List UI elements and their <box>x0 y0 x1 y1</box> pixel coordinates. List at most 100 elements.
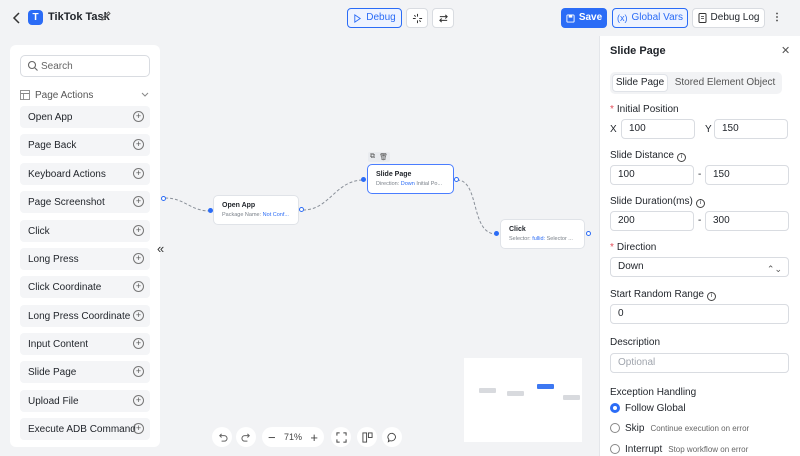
edge-start-to-open-app <box>164 197 211 212</box>
action-keyboard-actions[interactable]: Keyboard Actions+ <box>20 163 150 185</box>
open-app-output-port[interactable] <box>299 207 304 212</box>
action-page-screenshot[interactable]: Page Screenshot+ <box>20 191 150 213</box>
add-circle-icon[interactable]: + <box>133 395 144 406</box>
swap-button[interactable] <box>432 8 454 28</box>
add-circle-icon[interactable]: + <box>133 168 144 179</box>
chevron-down-icon <box>141 92 149 97</box>
node-subtitle: Selector: fullid: Selector ... <box>509 236 573 242</box>
click-output-port[interactable] <box>586 231 591 236</box>
zoom-level: 71% <box>283 432 302 442</box>
trash-icon[interactable]: 🗑 <box>379 154 388 161</box>
layout-tidy-icon[interactable] <box>357 427 377 447</box>
add-circle-icon[interactable]: + <box>133 111 144 122</box>
slide-distance-max-input[interactable]: 150 <box>705 165 789 185</box>
direction-label: *Direction <box>610 242 657 253</box>
add-circle-icon[interactable]: + <box>133 310 144 321</box>
node-open-app[interactable]: Open App Package Name: Not Conf... <box>213 195 299 225</box>
more-options-icon[interactable]: ⋮ <box>772 12 782 23</box>
direction-select[interactable]: Down ⌃⌄ <box>610 257 789 277</box>
y-input[interactable]: 150 <box>714 119 788 139</box>
redo-icon[interactable] <box>236 427 256 447</box>
panel-tabs: Slide Page Stored Element Object <box>610 72 782 94</box>
start-output-port[interactable] <box>161 196 166 201</box>
action-slide-page[interactable]: Slide Page+ <box>20 361 150 383</box>
add-circle-icon[interactable]: + <box>133 423 144 434</box>
sparkle-icon <box>412 13 422 23</box>
zoom-out-icon[interactable]: − <box>268 429 276 445</box>
action-page-back[interactable]: Page Back+ <box>20 134 150 156</box>
debug-log-label: Debug Log <box>710 12 760 23</box>
slide-page-input-port[interactable] <box>361 177 366 182</box>
add-circle-icon[interactable]: + <box>133 366 144 377</box>
tab-slide-page[interactable]: Slide Page <box>612 74 668 92</box>
add-circle-icon[interactable]: + <box>133 196 144 207</box>
slide-duration-max-input[interactable]: 300 <box>705 211 789 231</box>
node-slide-page[interactable]: Slide Page Direction: Down Initial Po... <box>367 164 454 194</box>
back-arrow-icon[interactable] <box>10 10 24 26</box>
play-icon <box>354 13 362 23</box>
add-circle-icon[interactable]: + <box>133 225 144 236</box>
start-random-range-input[interactable]: 0 <box>610 304 789 324</box>
close-icon[interactable]: ✕ <box>781 45 791 57</box>
action-input-content[interactable]: Input Content+ <box>20 333 150 355</box>
node-click[interactable]: Click Selector: fullid: Selector ... <box>500 219 585 249</box>
actions-sidebar: Search Page Actions Open App + Page Back+… <box>10 45 160 447</box>
pencil-icon[interactable] <box>100 10 114 24</box>
range-separator: - <box>698 215 702 226</box>
radio-follow-global[interactable] <box>610 403 620 413</box>
action-label: Long Press Coordinate <box>28 311 131 322</box>
copy-icon[interactable]: ⧉ <box>370 153 376 160</box>
debug-log-button[interactable]: Debug Log <box>692 8 765 28</box>
add-circle-icon[interactable]: + <box>133 338 144 349</box>
radio-interrupt[interactable] <box>610 444 620 454</box>
minimap[interactable] <box>464 358 582 442</box>
save-button[interactable]: Save <box>561 8 607 28</box>
global-vars-button[interactable]: (x) Global Vars <box>612 8 688 28</box>
slide-distance-min-input[interactable]: 100 <box>610 165 694 185</box>
action-click[interactable]: Click+ <box>20 220 150 242</box>
add-circle-icon[interactable]: + <box>133 281 144 292</box>
node-subtitle: Direction: Down Initial Po... <box>376 181 443 187</box>
section-title: Page Actions <box>35 90 94 101</box>
tab-stored-element-object[interactable]: Stored Element Object <box>674 77 776 88</box>
page-actions-header[interactable]: Page Actions <box>20 89 150 103</box>
collapse-sidebar-icon[interactable]: « <box>157 241 165 256</box>
properties-panel: Slide Page ✕ Slide Page Stored Element O… <box>599 36 800 456</box>
node-title: Open App <box>222 202 256 209</box>
undo-icon[interactable] <box>212 427 232 447</box>
edge-slide-page-to-click <box>456 179 497 235</box>
node-subtitle: Package Name: Not Conf... <box>222 212 289 218</box>
range-separator: - <box>698 169 702 180</box>
action-long-press[interactable]: Long Press+ <box>20 248 150 270</box>
magic-wand-button[interactable] <box>406 8 428 28</box>
action-open-app[interactable]: Open App + <box>20 106 150 128</box>
action-long-press-coordinate[interactable]: Long Press Coordinate+ <box>20 305 150 327</box>
click-input-port[interactable] <box>494 231 499 236</box>
slide-duration-label: Slide Duration(ms)i <box>610 196 705 208</box>
fit-view-icon[interactable] <box>331 427 351 447</box>
slide-page-output-port[interactable] <box>454 177 459 182</box>
action-execute-adb-command[interactable]: Execute ADB Command+ <box>20 418 150 440</box>
zoom-in-icon[interactable]: + <box>310 429 318 445</box>
action-click-coordinate[interactable]: Click Coordinate+ <box>20 276 150 298</box>
description-input[interactable]: Optional <box>610 353 789 373</box>
variable-icon: (x) <box>616 13 628 23</box>
panel-title: Slide Page <box>610 45 666 57</box>
radio-skip[interactable] <box>610 423 620 433</box>
action-upload-file[interactable]: Upload File+ <box>20 390 150 412</box>
add-circle-icon[interactable]: + <box>133 139 144 150</box>
debug-button[interactable]: Debug <box>347 8 402 28</box>
comment-icon[interactable] <box>382 427 402 447</box>
search-input[interactable]: Search <box>20 55 150 77</box>
action-label: Open App <box>28 112 73 123</box>
action-label: Execute ADB Command <box>28 424 136 435</box>
x-input[interactable]: 100 <box>621 119 695 139</box>
node-title: Slide Page <box>376 171 412 178</box>
slide-duration-min-input[interactable]: 200 <box>610 211 694 231</box>
open-app-input-port[interactable] <box>208 208 213 213</box>
minimap-node-selected <box>537 384 554 389</box>
add-circle-icon[interactable]: + <box>133 253 144 264</box>
y-label: Y <box>705 124 712 135</box>
